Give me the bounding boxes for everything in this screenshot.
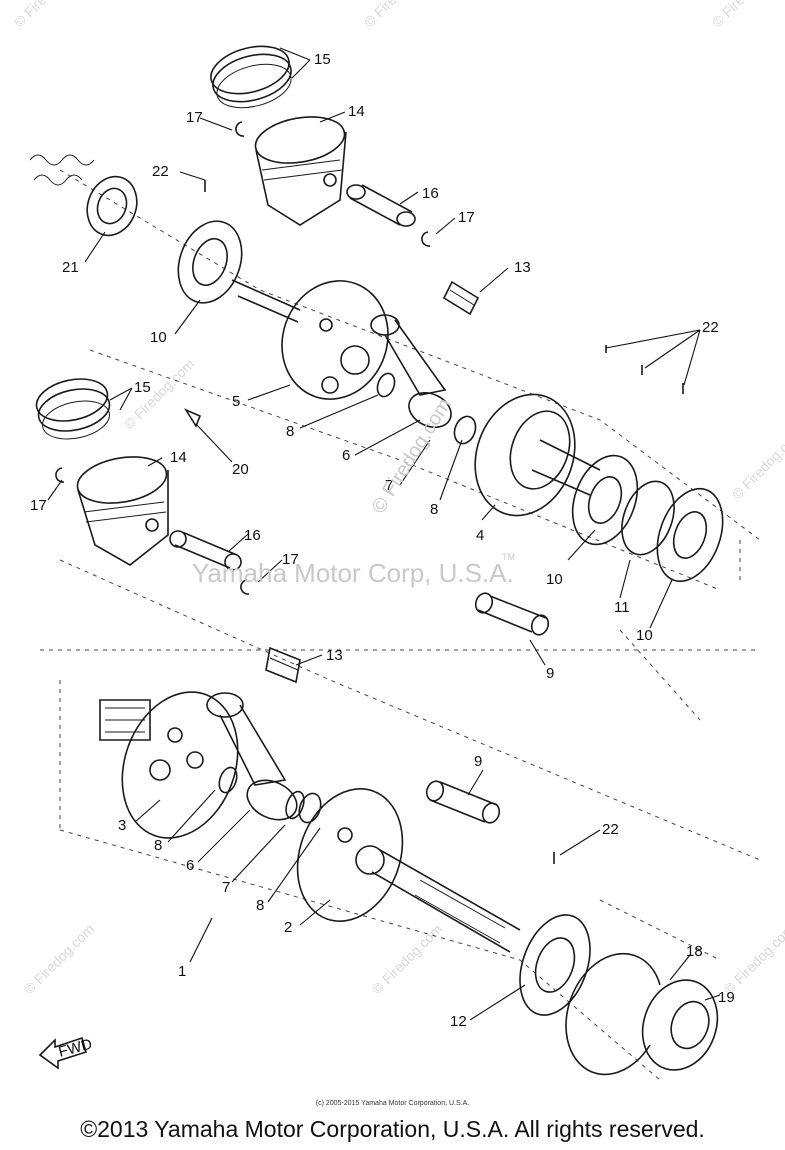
corner-watermark: © Firedog.com <box>369 921 445 997</box>
callout-12: 12 <box>450 1013 467 1030</box>
bearing-part <box>177 220 243 304</box>
corner-watermark: © Firedog.com <box>709 0 785 30</box>
callout-6: 6 <box>342 447 350 464</box>
leader-lines <box>47 47 721 1021</box>
assembly-guide-lines <box>40 169 761 1081</box>
fwd-label: FWD <box>57 1036 95 1061</box>
callout-17: 17 <box>186 109 203 126</box>
middle-assembly <box>35 378 550 684</box>
check-valve-part <box>183 408 202 428</box>
fwd-arrow-icon: FWD <box>38 1036 95 1070</box>
piston-part <box>254 116 347 226</box>
spacer-part <box>621 480 675 556</box>
connecting-rod-part <box>370 314 477 445</box>
callout-16: 16 <box>244 527 261 544</box>
bearing-part <box>656 487 724 583</box>
crank-pin-part <box>425 780 501 824</box>
callout-20: 20 <box>232 461 249 478</box>
callout-6: 6 <box>186 857 194 874</box>
firedog-watermark: © Firedog.com <box>368 395 456 518</box>
callout-19: 19 <box>718 989 735 1006</box>
callout-22: 22 <box>602 821 619 838</box>
callout-7: 7 <box>385 477 393 494</box>
circlip-part <box>565 952 661 1076</box>
piston-rings-part <box>210 45 292 109</box>
callout-15: 15 <box>314 51 331 68</box>
callout-17: 17 <box>458 209 475 226</box>
corner-watermark: © Firedog.com <box>721 921 785 997</box>
callout-8: 8 <box>286 423 294 440</box>
upper-assembly <box>29 45 724 583</box>
corner-watermark: © Firedog.com <box>361 0 437 30</box>
oil-seal-part <box>29 154 138 237</box>
callout-7: 7 <box>222 879 230 896</box>
lower-assembly: FWD <box>38 691 719 1076</box>
callout-2: 2 <box>284 919 292 936</box>
copyright-notice: ©2013 Yamaha Motor Corporation, U.S.A. A… <box>80 1116 705 1142</box>
piston-pin-clip-part <box>421 231 431 247</box>
callout-22: 22 <box>152 163 169 180</box>
callout-16: 16 <box>422 185 439 202</box>
trademark-mark: TM <box>502 552 515 562</box>
dowel-pin-part <box>605 345 684 394</box>
callout-14: 14 <box>170 449 187 466</box>
callout-22: 22 <box>702 319 719 336</box>
crank-wheel-part <box>99 691 239 839</box>
callout-13: 13 <box>514 259 531 276</box>
callout-1: 1 <box>178 963 186 980</box>
piston-pin-clip-part <box>240 579 250 595</box>
crank-pin-part <box>474 592 550 636</box>
needle-bearing-part <box>442 280 480 316</box>
callout-9: 9 <box>546 665 554 682</box>
piston-pin-part <box>346 184 416 227</box>
corner-watermark: © Firedog.com <box>121 356 197 432</box>
piston-pin-clip-part <box>55 467 65 483</box>
crank-wheel-part <box>231 279 389 400</box>
crank-wheel-part <box>296 788 521 953</box>
callout-17: 17 <box>30 497 47 514</box>
callout-17: 17 <box>282 551 299 568</box>
callout-4: 4 <box>476 527 484 544</box>
needle-bearing-part <box>285 790 305 820</box>
callout-8: 8 <box>154 837 162 854</box>
fine-print-copyright: (c) 2005-2015 Yamaha Motor Corporation, … <box>315 1100 470 1107</box>
piston-pin-clip-part <box>235 121 245 137</box>
piston-rings-part <box>35 378 111 440</box>
callout-18: 18 <box>686 943 703 960</box>
callout-15: 15 <box>134 379 151 396</box>
callout-11: 11 <box>614 599 630 616</box>
crank-wheel-part <box>474 393 601 517</box>
connecting-rod-part <box>206 692 322 824</box>
corner-watermark: © Firedog.com <box>21 921 97 997</box>
callout-21: 21 <box>62 259 79 276</box>
callout-13: 13 <box>326 647 343 664</box>
corner-watermark: © Firedog.com <box>11 0 87 30</box>
bearing-part <box>519 914 591 1016</box>
bearing-part <box>571 454 639 546</box>
callout-10: 10 <box>546 571 563 588</box>
yamaha-watermark: Yamaha Motor Corp, U.S.A. <box>192 558 514 588</box>
piston-part <box>76 456 169 566</box>
callout-labels: 15 14 17 22 16 17 21 13 10 22 5 15 8 6 2… <box>30 51 735 1030</box>
piston-pin-part <box>169 530 242 571</box>
callout-8: 8 <box>430 501 438 518</box>
corner-watermark: © Firedog.com <box>729 426 785 502</box>
callout-5: 5 <box>232 393 240 410</box>
needle-bearing-part <box>265 646 301 684</box>
callout-14: 14 <box>348 103 365 120</box>
callout-9: 9 <box>474 753 482 770</box>
callout-8: 8 <box>256 897 264 914</box>
callout-10: 10 <box>150 329 167 346</box>
callout-3: 3 <box>118 817 126 834</box>
oil-seal-part <box>641 979 719 1071</box>
callout-10: 10 <box>636 627 653 644</box>
